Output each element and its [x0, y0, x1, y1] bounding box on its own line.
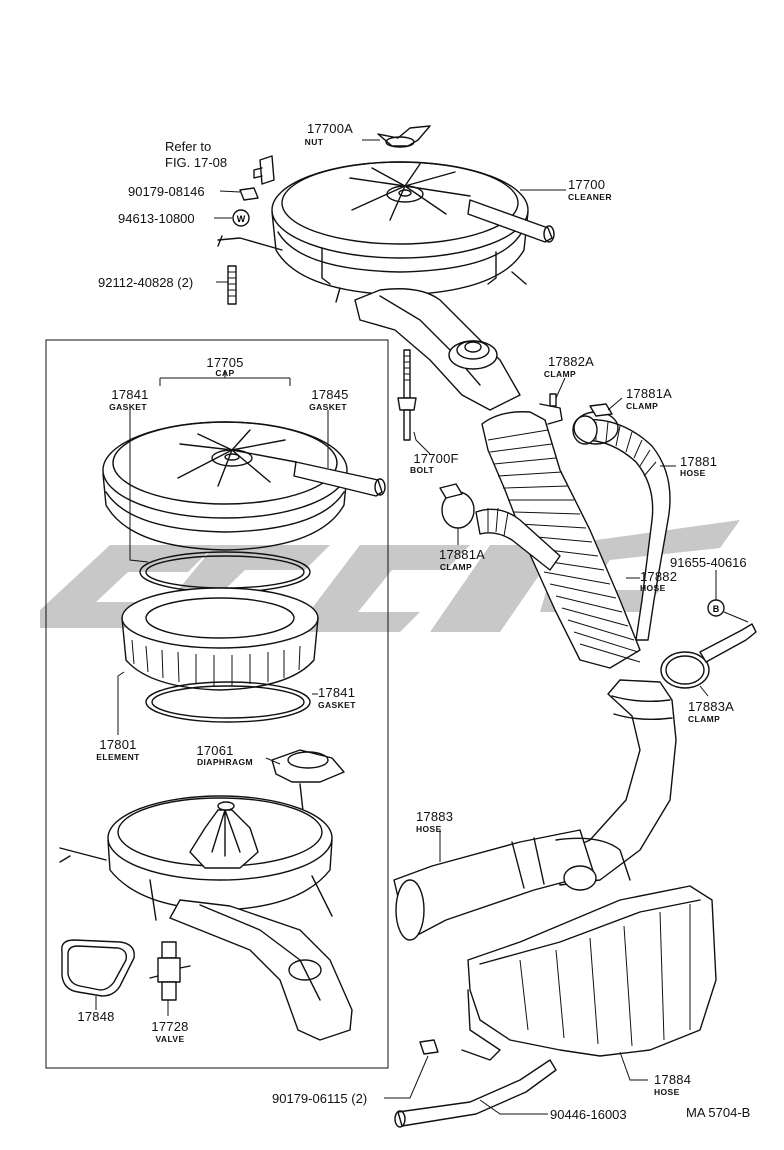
label-17705-name: CAP [215, 368, 235, 378]
resonator-17884 [461, 885, 717, 1061]
washer-icon: W [237, 214, 246, 224]
nut-90179 [239, 187, 259, 201]
label-91655-40616: 91655-40616 [670, 555, 747, 570]
label-17883A-number: 17883A [688, 699, 735, 714]
label-90179-08146: 90179-08146 [128, 184, 205, 199]
hose-17881 [572, 415, 671, 641]
bolt-icon: B [713, 604, 720, 614]
label-17881A-right-number: 17881A [626, 386, 673, 401]
label-17728-name: VALVE [155, 1034, 185, 1044]
figure-code: MA 5704-B [686, 1105, 751, 1120]
wing-nut [377, 125, 431, 148]
label-17061-number: 17061 [196, 743, 234, 758]
label-17882-number: 17882 [640, 569, 678, 584]
label-17881-number: 17881 [680, 454, 718, 469]
label-17848-number: 17848 [77, 1009, 115, 1024]
washer-94613: W [232, 209, 250, 227]
clamp-17881A-right [573, 403, 619, 445]
clamp-17883A [660, 623, 757, 689]
label-17882-name: HOSE [640, 583, 666, 593]
label-90179-06115: 90179-06115 (2) [272, 1091, 368, 1106]
label-92112-40828: 92112-40828 (2) [98, 275, 194, 290]
label-94613-10800: 94613-10800 [118, 211, 195, 226]
label-17881-name: HOSE [680, 468, 706, 478]
label-17882A-number: 17882A [547, 354, 595, 369]
filter-element-17801 [121, 587, 319, 691]
label-17881A-left-number: 17881A [438, 547, 486, 562]
lower-housing [59, 795, 353, 1041]
label-17884-number: 17884 [654, 1072, 692, 1087]
label-17700F-name: BOLT [409, 465, 435, 475]
label-17882A-name: CLAMP [543, 369, 577, 379]
gasket-17841-bottom [145, 681, 311, 723]
label-17841-top-name: GASKET [109, 402, 147, 412]
label-17700-number: 17700 [568, 177, 606, 192]
label-17061-name: DIAPHRAGM [196, 757, 254, 767]
diaphragm-17061 [271, 749, 345, 829]
bolt-91655: B [707, 599, 725, 617]
label-17841-bottom-number: 17841 [318, 685, 356, 700]
label-17801-name: ELEMENT [96, 752, 140, 762]
label-17881A-right-name: CLAMP [626, 401, 659, 411]
air-cleaner-assembly [217, 161, 555, 411]
label-17883-name: HOSE [416, 824, 442, 834]
label-17841-bottom-name: GASKET [318, 700, 356, 710]
label-17705-number: 17705 [206, 355, 244, 370]
clamp-17882A [539, 393, 563, 425]
reference-note-line1: Refer to [165, 139, 212, 154]
label-17845-number: 17845 [311, 387, 349, 402]
reference-note-line2: FIG. 17-08 [165, 155, 228, 170]
label-17700F-number: 17700F [413, 451, 459, 466]
leader-lines [95, 139, 749, 1115]
label-17841-top-number: 17841 [111, 387, 149, 402]
valve-17728 [149, 941, 191, 1001]
clamp-17881A-left [439, 483, 475, 529]
bend-hose [554, 679, 677, 886]
clip-bracket [253, 155, 275, 185]
label-17884-name: HOSE [654, 1087, 680, 1097]
label-17845-name: GASKET [309, 402, 347, 412]
hose-17882 [481, 411, 641, 669]
element-subassembly-frame [45, 339, 389, 1069]
label-17700-name: CLEANER [568, 192, 612, 202]
label-17700A-name: NUT [304, 137, 324, 147]
hose-17883 [393, 829, 631, 941]
label-17728-number: 17728 [151, 1019, 189, 1034]
cap-17705 [102, 421, 386, 551]
label-17700A-number: 17700A [306, 121, 354, 136]
hose-elbow-left [475, 507, 561, 571]
stud-92112 [227, 265, 237, 305]
label-90446-16003: 90446-16003 [550, 1107, 627, 1122]
nut-90179-06115 [419, 1039, 439, 1055]
bolt-17700F [397, 349, 417, 441]
label-17801-number: 17801 [99, 737, 137, 752]
hose-90446 [394, 1059, 557, 1128]
gasket-17848 [61, 939, 135, 997]
label-17883-number: 17883 [416, 809, 454, 824]
label-17881A-left-name: CLAMP [439, 562, 473, 572]
label-17883A-name: CLAMP [688, 714, 721, 724]
